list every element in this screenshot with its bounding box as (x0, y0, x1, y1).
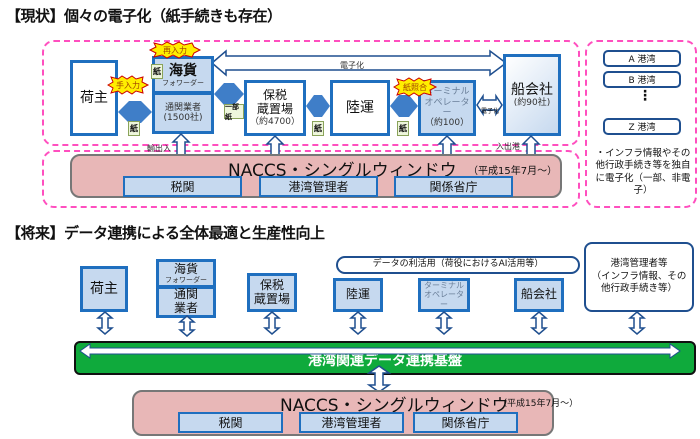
node-bonded-warehouse-count: （約4700） (250, 116, 300, 127)
electronic-label: 電子化 (340, 61, 364, 70)
future-section-title: 【将来】データ連携による全体最適と生産性向上 (6, 224, 325, 242)
import-export-label: 輸出入 (147, 144, 171, 153)
future-vertical-arrow (177, 315, 197, 337)
future-node-land-transport-label: 陸運 (345, 287, 370, 302)
future-node-port-admin-label-1: 港湾管理者等 (610, 258, 668, 270)
future-node-customs-broker[interactable]: 通関 業者 (156, 286, 216, 318)
paper-icon: 紙 (128, 121, 140, 136)
future-node-terminal-operator[interactable]: ターミナル オペレーター (418, 278, 470, 312)
future-vertical-arrow (627, 311, 647, 335)
port-a[interactable]: A 港湾 (603, 50, 681, 67)
future-vertical-arrow (348, 311, 368, 335)
future-agency-ministries[interactable]: 関係省庁 (413, 412, 518, 433)
platform-double-arrow (79, 343, 681, 359)
future-node-customs-broker-label-1: 通関 (173, 287, 198, 302)
node-terminal-operator-label-1: ターミナル (424, 87, 470, 98)
node-shipping-company-count: (約90社) (513, 97, 551, 108)
naccs-title-future: NACCS・シングルウィンドウ (280, 396, 509, 416)
agency-port-admin[interactable]: 港湾管理者 (259, 176, 378, 197)
agency-ministries[interactable]: 関係省庁 (394, 176, 513, 197)
future-node-freight-forwarder[interactable]: 海貨 フォワーダー (156, 259, 216, 288)
data-platform-label: 港湾関連データ連携基盤 (308, 353, 462, 369)
future-agency-customs[interactable]: 税関 (178, 412, 283, 433)
port-b[interactable]: B 港湾 (603, 71, 681, 88)
future-node-shipping-company[interactable]: 船会社 (514, 278, 564, 312)
ports-dashed-group (585, 40, 697, 208)
future-node-customs-broker-label-2: 業者 (173, 301, 198, 315)
future-vertical-arrow (262, 311, 282, 335)
badge-paper-check: 紙照合 (393, 77, 438, 97)
node-freight-forwarder-label: 海貨 (169, 62, 197, 79)
ports-note: ・インフラ情報やその他行政手続き等を独自に電子化（一部、非電子） (595, 148, 691, 197)
port-z[interactable]: Z 港湾 (603, 118, 681, 135)
partial-paper-icon: 一部紙 (224, 103, 244, 121)
node-customs-broker-count: (1500社) (163, 113, 203, 123)
paper-icon: 紙 (312, 121, 324, 136)
future-node-shipper-label: 荷主 (90, 280, 118, 297)
future-agency-port-admin[interactable]: 港湾管理者 (299, 412, 404, 433)
paper-icon: 紙 (397, 121, 409, 136)
platform-naccs-arrow (366, 365, 392, 393)
arrow-forwarder-warehouse (214, 83, 244, 105)
future-node-port-admin[interactable]: 港湾管理者等 （インフラ情報、その 他行政手続き等） (584, 242, 694, 312)
node-bonded-warehouse-label-2: 蔵置場 (256, 101, 293, 116)
arrow-shipper-broker (118, 101, 152, 123)
future-node-freight-forwarder-label: 海貨 (173, 261, 198, 276)
naccs-dashed-group (42, 150, 580, 208)
node-land-transport[interactable]: 陸運 (330, 80, 390, 136)
node-shipper[interactable]: 荷主 (70, 60, 118, 136)
naccs-since-future: （平成15年7月～） (498, 399, 579, 409)
node-customs-broker-label: 通関業者 (164, 102, 201, 113)
badge-manual-input: 手入力 (107, 75, 150, 95)
badge-re-input: 再入力 (148, 41, 202, 59)
port-entry-exit-label: 入出港 (496, 142, 520, 151)
future-node-bonded-warehouse-label-1: 保税 (259, 277, 284, 292)
node-freight-forwarder-sub: フォワーダー (162, 79, 204, 88)
future-node-port-admin-label-3: 他行政手続き等） (600, 283, 677, 295)
node-shipping-company[interactable]: 船会社 (約90社) (503, 54, 561, 136)
node-land-transport-label: 陸運 (346, 99, 374, 116)
node-shipper-label: 荷主 (80, 89, 108, 106)
node-terminal-operator-label-2: オペレーター (424, 97, 470, 118)
node-bonded-warehouse[interactable]: 保税 蔵置場 （約4700） (244, 80, 306, 136)
future-vertical-arrow (434, 311, 454, 335)
future-node-port-admin-label-2: （インフラ情報、その (591, 270, 687, 282)
future-vertical-arrow (529, 311, 549, 335)
future-node-bonded-warehouse-label-2: 蔵置場 (253, 291, 290, 306)
future-node-bonded-warehouse[interactable]: 保税 蔵置場 (247, 273, 297, 312)
node-bonded-warehouse-label-1: 保税 (262, 88, 287, 103)
future-node-terminal-operator-label-2: オペレーター (424, 290, 464, 309)
future-node-land-transport[interactable]: 陸運 (333, 278, 383, 312)
future-node-terminal-operator-label-1: ターミナル (424, 281, 464, 291)
future-vertical-arrow (95, 311, 115, 335)
current-section-title: 【現状】個々の電子化（紙手続きも存在） (6, 7, 282, 25)
node-shipping-company-label: 船会社 (511, 81, 553, 98)
future-node-freight-forwarder-sub: フォワーダー (165, 276, 207, 285)
node-customs-broker[interactable]: 通関業者 (1500社) (152, 92, 214, 134)
arrow-land-terminal (390, 95, 418, 117)
electronic-label-terminal-shipping: 電子化 (481, 108, 500, 115)
future-node-shipper[interactable]: 荷主 (80, 266, 128, 312)
node-freight-forwarder[interactable]: 海貨 フォワーダー (152, 56, 214, 94)
companies-dashed-group (42, 40, 580, 146)
agency-customs[interactable]: 税関 (123, 176, 242, 197)
paper-icon: 紙 (151, 64, 163, 79)
arrow-terminal-shipping (476, 93, 503, 117)
data-utilization-label: データの利活用（荷役におけるAI活用等） (336, 256, 580, 274)
ports-ellipsis: ⋮ (638, 88, 652, 104)
arrow-warehouse-land (306, 95, 330, 117)
future-node-shipping-company-label: 船会社 (520, 287, 557, 302)
node-terminal-operator-count: （約100） (424, 118, 470, 129)
naccs-since-current: （平成15年7月～） (468, 166, 558, 177)
